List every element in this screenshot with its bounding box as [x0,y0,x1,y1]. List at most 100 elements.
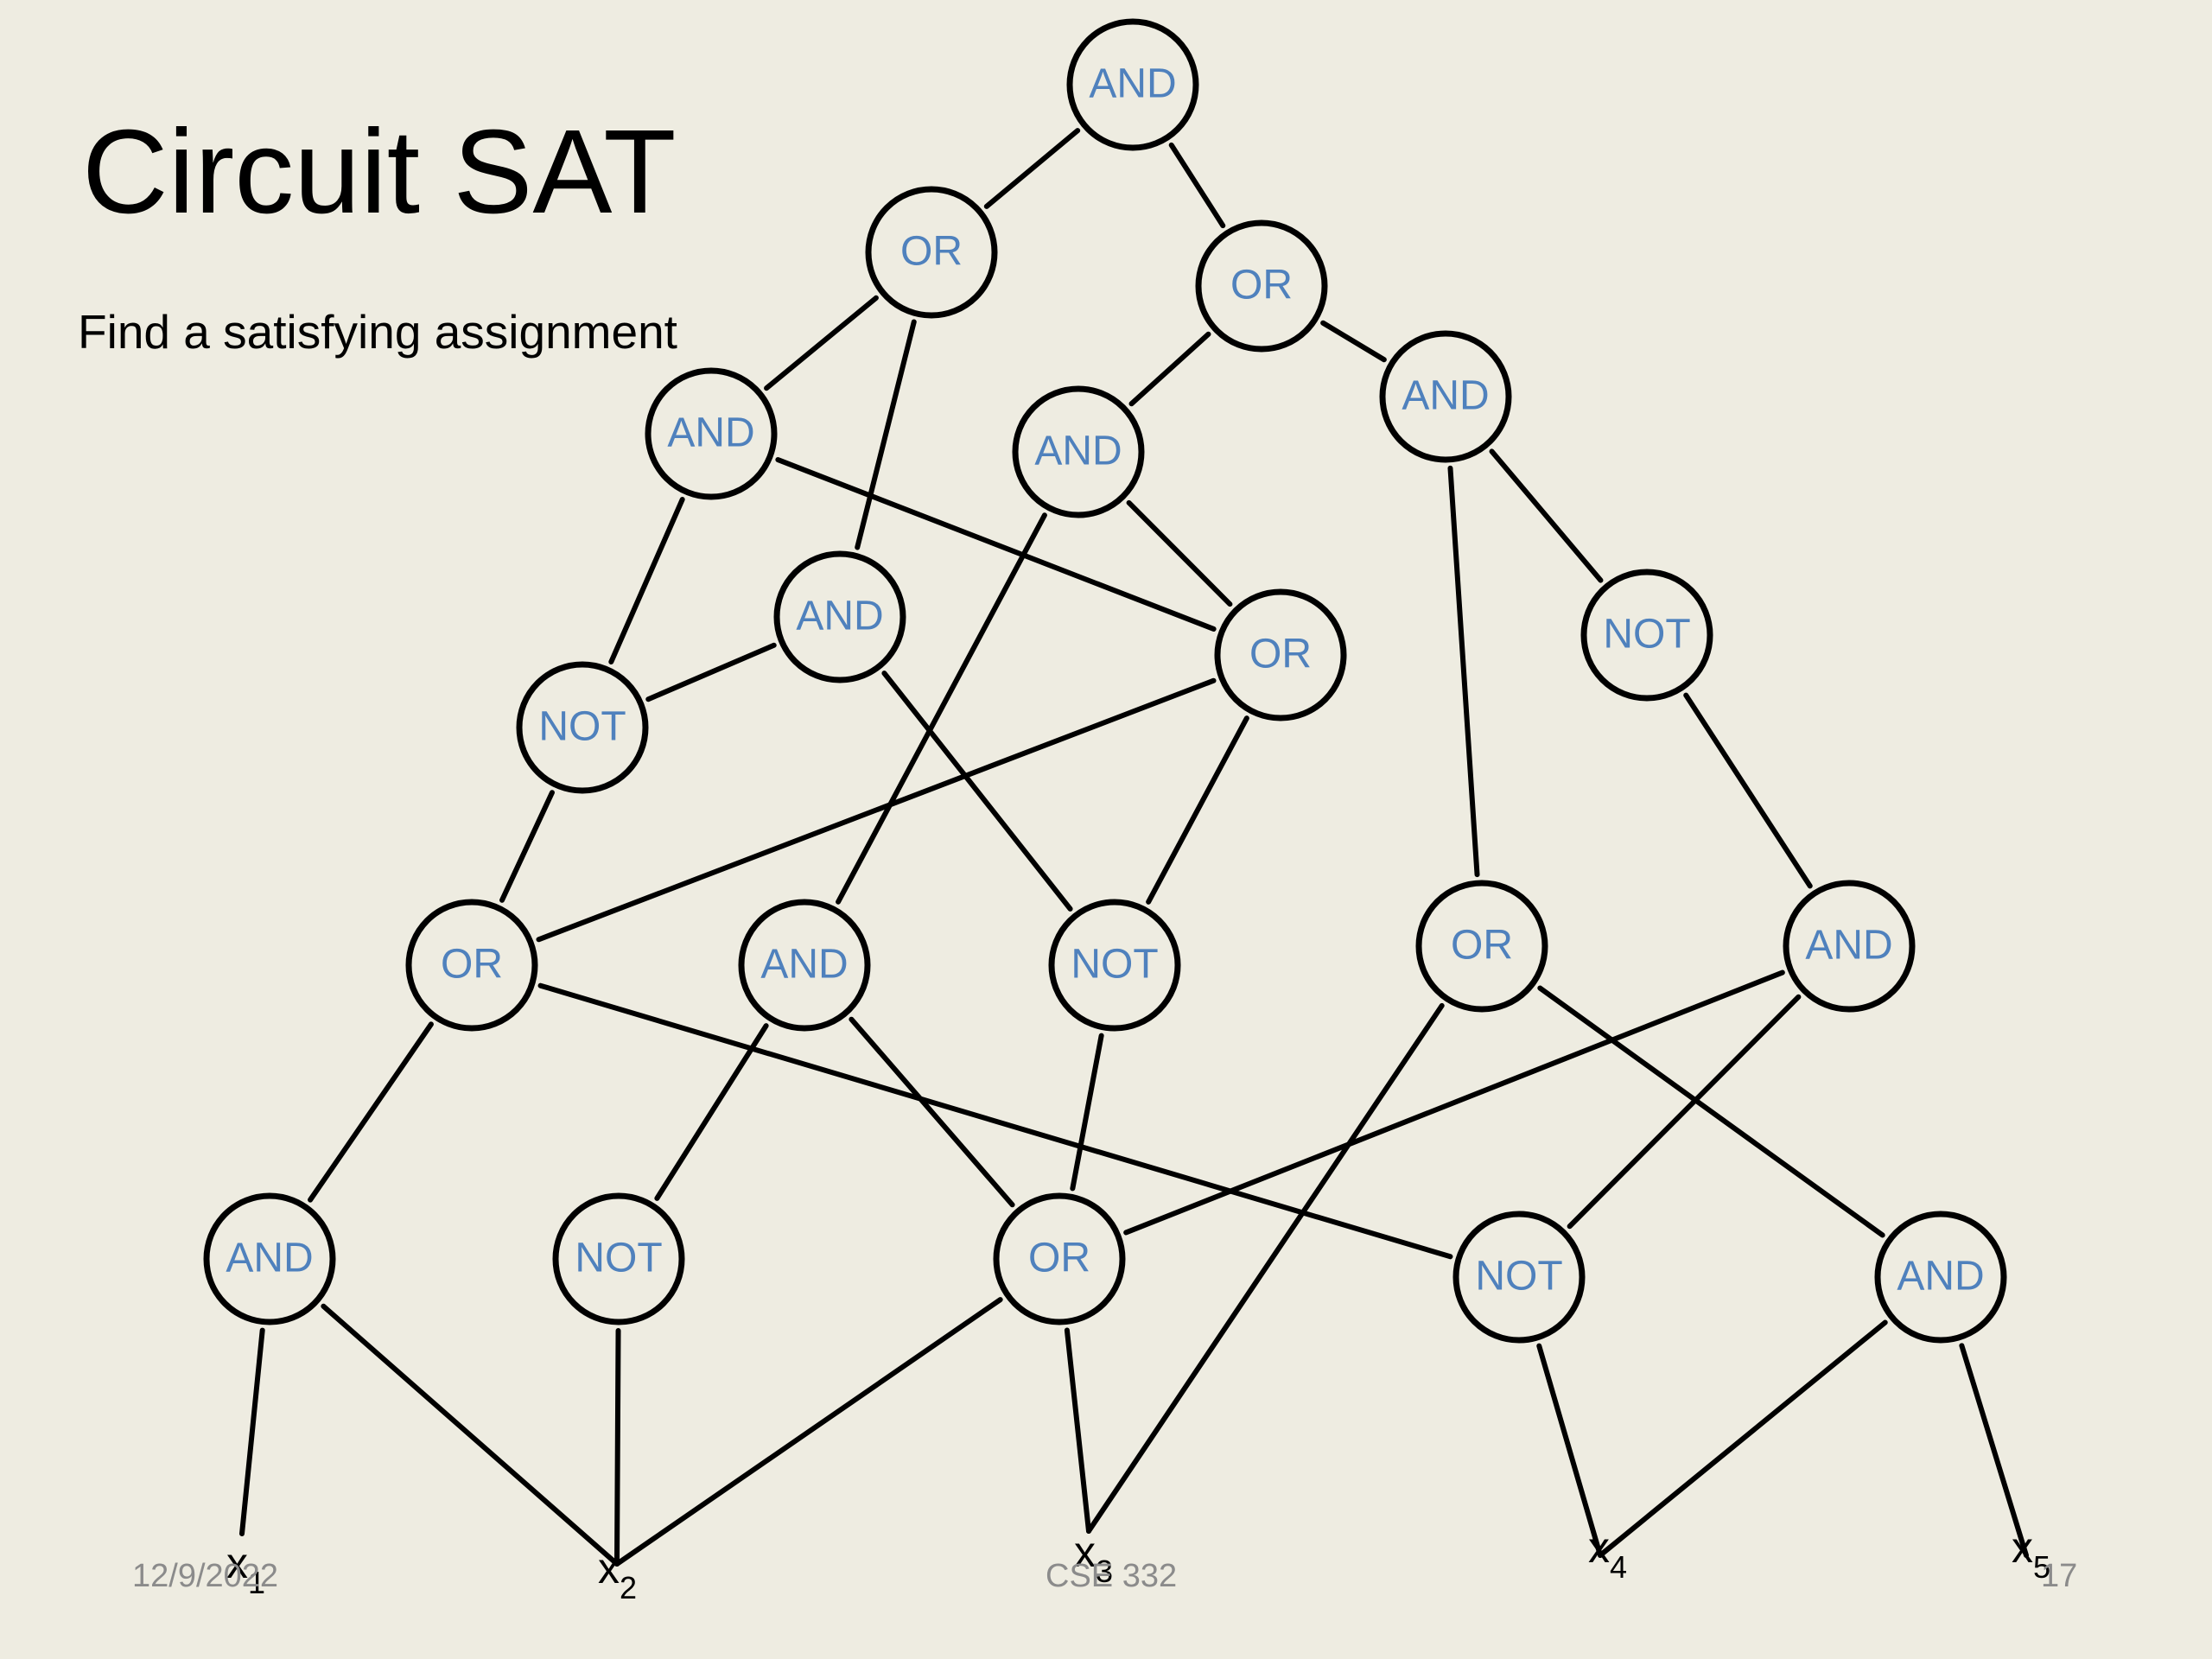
wire-g19-x4 [1536,1343,1603,1558]
gate-circle [993,1192,1126,1325]
footer-page-number: 17 [2041,1558,2078,1594]
gate-and-g16: AND [203,1192,336,1325]
wire-g20-x5 [1959,1343,2029,1558]
gate-label: NOT [1071,942,1158,988]
gate-label: OR [1249,632,1312,677]
gate-or-g3: OR [1195,219,1328,353]
gate-not-g19: NOT [1452,1211,1586,1344]
gate-and-g6: AND [773,550,906,683]
gate-circle [738,899,871,1032]
wire-g12-g17 [654,1023,769,1201]
gate-label: NOT [538,704,626,750]
gate-circle [1214,588,1347,721]
gate-circle [1580,569,1713,702]
gate-circle [203,1192,336,1325]
wire-g2-g6 [855,319,917,550]
gate-or-g8: OR [1214,588,1347,721]
gate-label: OR [1451,923,1513,969]
wire-g4-g8 [775,457,1217,632]
wire-g11-g19 [537,982,1453,1260]
wire-g15-g19 [1567,994,1802,1230]
gate-label: OR [1028,1236,1090,1281]
gate-label: AND [667,410,754,456]
gate-label: AND [226,1236,313,1281]
input-subscript: 2 [620,1570,637,1605]
gate-label: OR [900,229,963,275]
wire-g20-x4 [1598,1319,1888,1558]
gate-label: OR [1230,263,1293,308]
gate-label: AND [1402,373,1489,419]
gate-circle [773,550,906,683]
gate-and-g4: AND [645,367,778,500]
gate-not-g10: NOT [516,661,649,794]
slide-subtitle: Find a satisfying assignment [78,305,677,359]
gate-circle [865,186,998,319]
wire-g3-g5 [1128,331,1211,407]
input-label-x4: x4 [1588,1523,1627,1585]
gate-not-g9: NOT [1580,569,1713,702]
input-label-x3: x3 [1074,1528,1113,1589]
wire-g13-g18 [1070,1033,1104,1192]
circuit-gates: AND OR OR AND AND AND AND OR NOT NOT OR AND NOT OR AND… [203,18,2007,1344]
circuit-wires [239,128,2029,1567]
input-subscript: 5 [2033,1549,2050,1585]
wire-g11-g16 [308,1021,434,1203]
footer-date: 12/9/2022 [132,1558,279,1594]
gate-circle [1452,1211,1586,1344]
wire-g9-g15 [1683,692,1813,889]
footer-course: CSE 332 [1046,1558,1178,1594]
gate-circle [1048,899,1181,1032]
input-variable: x [1074,1528,1096,1576]
gate-circle [645,367,778,500]
wire-g3-g7 [1320,320,1387,363]
gate-label: AND [1897,1254,1984,1300]
gate-label: AND [1805,923,1892,969]
gate-and-g12: AND [738,899,871,1032]
slide-title: Circuit SAT [82,105,677,238]
gate-label: NOT [1475,1254,1562,1300]
wire-g16-x2 [321,1303,620,1567]
input-label-x5: x5 [2012,1523,2050,1585]
wire-g8-g13 [1146,715,1249,905]
input-variable: x [1588,1523,1610,1572]
input-subscript: 1 [248,1565,265,1600]
gate-label: NOT [1603,612,1690,658]
input-label-x2: x2 [598,1544,637,1605]
gate-or-g14: OR [1415,880,1548,1013]
wire-g7-g9 [1489,448,1604,583]
gate-circle [1874,1211,2007,1344]
gate-or-g2: OR [865,186,998,319]
gate-circle [1066,18,1199,151]
gate-and-g1: AND [1066,18,1199,151]
wire-g1-g3 [1168,142,1226,229]
gate-label: AND [760,942,848,988]
gate-not-g13: NOT [1048,899,1181,1032]
gate-and-g20: AND [1874,1211,2007,1344]
gate-circle [1415,880,1548,1013]
wire-g7-g14 [1447,465,1480,878]
input-subscript: 3 [1096,1554,1113,1589]
wire-g18-x2 [614,1297,1003,1567]
wire-g14-x3 [1086,1002,1445,1534]
gate-and-g7: AND [1379,330,1512,463]
gate-label: NOT [575,1236,662,1281]
wire-g12-g18 [849,1016,1015,1208]
gate-circle [1012,385,1145,518]
wire-g18-x3 [1064,1327,1091,1534]
wire-g10-g11 [499,790,555,903]
wire-g15-g18 [1123,969,1785,1236]
gate-circle [1783,880,1916,1013]
gate-label: AND [1089,61,1176,107]
wire-g5-g12 [836,512,1047,905]
gate-or-g18: OR [993,1192,1126,1325]
wire-g14-g20 [1537,985,1885,1238]
wire-g6-g10 [645,642,777,702]
gate-label: AND [796,594,883,639]
wire-g1-g2 [983,128,1081,209]
wire-g17-x2 [614,1327,621,1567]
gate-or-g11: OR [405,899,538,1032]
gate-circle [1195,219,1328,353]
